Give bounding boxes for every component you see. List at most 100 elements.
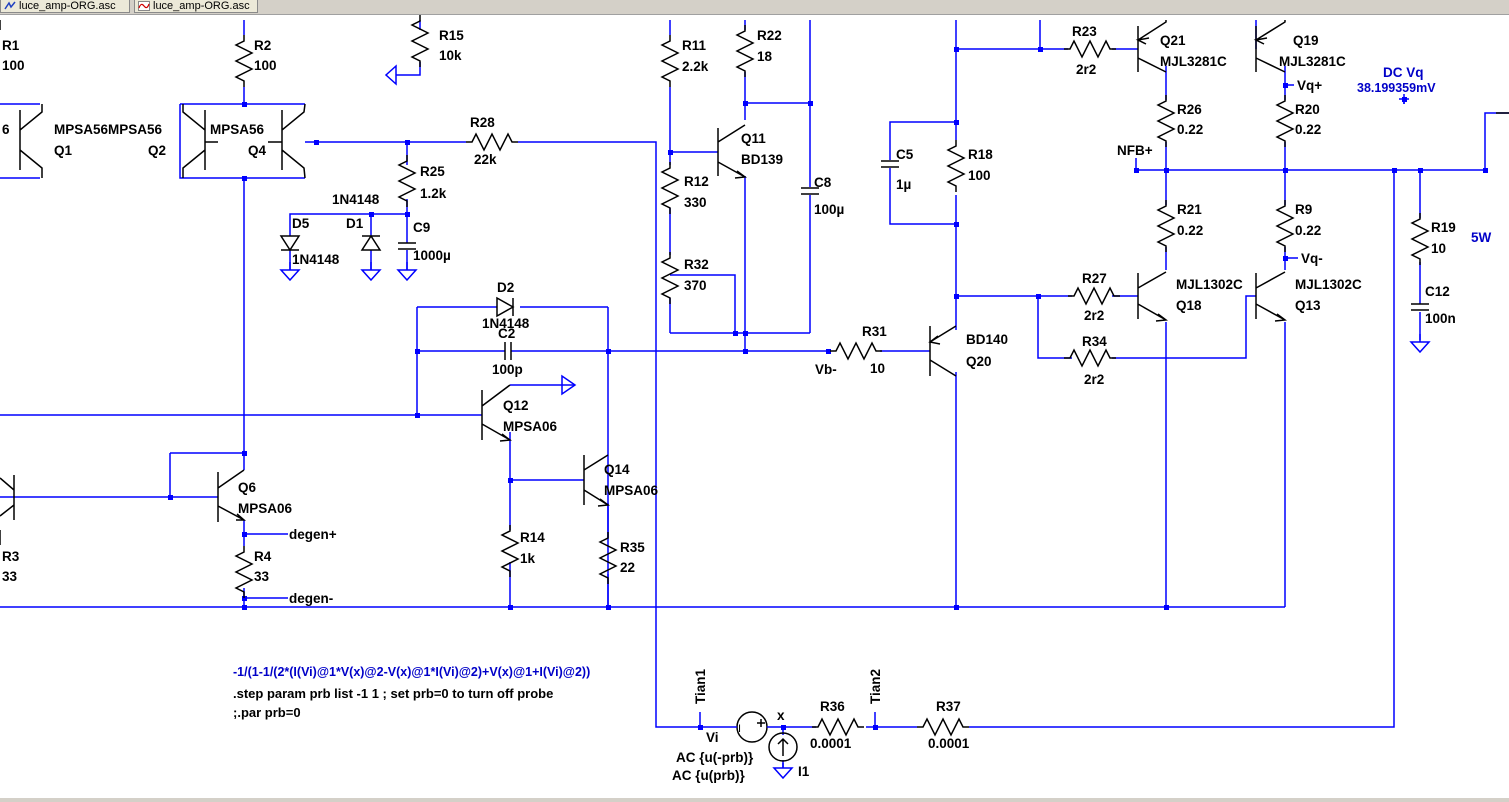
ground-symbol xyxy=(361,261,381,281)
r21-value: 0.22 xyxy=(1177,223,1203,238)
transistor-q19[interactable] xyxy=(1253,20,1286,73)
q19-model: MJL3281C xyxy=(1279,54,1346,69)
tab-schematic[interactable]: luce_amp-ORG.asc xyxy=(0,0,130,13)
diode-d5[interactable] xyxy=(279,235,301,252)
resistor-r2[interactable] xyxy=(235,34,253,88)
resistor-r32[interactable] xyxy=(661,251,679,305)
resistor-r18[interactable] xyxy=(947,139,965,193)
current-source-i1[interactable] xyxy=(768,732,798,762)
diode-d1[interactable] xyxy=(360,234,382,251)
schematic-canvas[interactable]: I R1 100 R2 100 6 MPSA56MPSA56 Q1 Q2 MPS… xyxy=(0,14,1509,798)
r26-ref: R26 xyxy=(1177,102,1202,117)
r25-value: 1.2k xyxy=(420,186,447,201)
r28-ref: R28 xyxy=(470,115,495,130)
i1-value: AC {u(prb)} xyxy=(672,768,745,783)
transistor-q2[interactable] xyxy=(182,104,218,178)
d1-model: 1N4148 xyxy=(332,192,380,207)
transistor-q14[interactable] xyxy=(583,454,610,507)
r23-ref: R23 xyxy=(1072,24,1097,39)
transistor-q18[interactable] xyxy=(1137,271,1168,322)
degen-minus-label: degen- xyxy=(289,591,333,606)
step-directive: .step param prb list -1 1 ; set prb=0 to… xyxy=(233,686,553,701)
transistor-q20[interactable] xyxy=(928,325,957,377)
resistor-r37[interactable] xyxy=(916,718,970,736)
r36-value: 0.0001 xyxy=(810,736,852,751)
transistor-q11[interactable] xyxy=(717,124,747,179)
transistor-partial-left[interactable] xyxy=(0,475,15,520)
q20-model: BD140 xyxy=(966,332,1008,347)
waveform-icon xyxy=(138,1,150,11)
r3-ref: R3 xyxy=(2,549,20,564)
r23-value: 2r2 xyxy=(1076,62,1096,77)
r25-ref: R25 xyxy=(420,164,445,179)
c5-value: 1µ xyxy=(896,177,911,192)
r9-ref: R9 xyxy=(1295,202,1312,217)
tab-waveform[interactable]: luce_amp-ORG.asc xyxy=(134,0,258,13)
q-partial-label: 6 xyxy=(2,122,10,137)
resistor-r36[interactable] xyxy=(811,718,865,736)
c2-ref: C2 xyxy=(498,326,515,341)
transistor-q4[interactable] xyxy=(268,103,306,179)
c8-ref: C8 xyxy=(814,175,832,190)
q2-ref: Q2 xyxy=(148,143,166,158)
q19-ref: Q19 xyxy=(1293,33,1319,48)
resistor-r22[interactable] xyxy=(736,24,754,78)
c12-value: 100n xyxy=(1425,311,1456,326)
capacitor-c2[interactable] xyxy=(504,341,512,361)
x-net-label: x xyxy=(777,708,785,723)
resistor-r20[interactable] xyxy=(1276,94,1294,148)
resistor-r11[interactable] xyxy=(661,34,679,88)
r28-value: 22k xyxy=(474,152,497,167)
resistor-r31[interactable] xyxy=(829,342,883,360)
r2-value: 100 xyxy=(254,58,277,73)
resistor-r23[interactable] xyxy=(1063,40,1117,58)
r20-ref: R20 xyxy=(1295,102,1320,117)
q4-model: MPSA56 xyxy=(210,122,265,137)
vq-minus-label: Vq- xyxy=(1301,251,1323,266)
c2-value: 100p xyxy=(492,362,523,377)
r15-value: 10k xyxy=(439,48,462,63)
c9-value: 1000µ xyxy=(413,248,451,263)
r4-value: 33 xyxy=(254,569,270,584)
ground-symbol xyxy=(384,64,397,86)
resistor-r28[interactable] xyxy=(465,133,519,151)
ground-symbol xyxy=(1410,333,1430,353)
transistor-q12[interactable] xyxy=(481,384,512,442)
vq-plus-label: Vq+ xyxy=(1297,78,1322,93)
r2-ref: R2 xyxy=(254,38,271,53)
resistor-r21[interactable] xyxy=(1157,199,1175,253)
q14-model: MPSA06 xyxy=(604,483,659,498)
transistor-q21[interactable] xyxy=(1135,20,1167,73)
diode-d2[interactable] xyxy=(496,296,515,318)
formula-directive: -1/(1-1/(2*(I(Vi)@1*V(x)@2-V(x)@1*I(Vi)@… xyxy=(233,665,590,679)
transistor-q6[interactable] xyxy=(217,469,247,522)
r1-ref: R1 xyxy=(2,38,20,53)
power-label: 5W xyxy=(1471,230,1492,245)
spice-directives[interactable]: DC Vq 38.199359mV 5W -1/(1-1/(2*(I(Vi)@1… xyxy=(233,65,1492,720)
vi-value: AC {u(-prb)} xyxy=(676,750,754,765)
junction-dots xyxy=(168,47,1488,730)
r27-ref: R27 xyxy=(1082,271,1107,286)
d5-model: 1N4148 xyxy=(292,252,340,267)
r18-ref: R18 xyxy=(968,147,993,162)
transistor-q13[interactable] xyxy=(1255,271,1287,322)
r35-ref: R35 xyxy=(620,540,645,555)
degen-plus-label: degen+ xyxy=(289,527,337,542)
transistor-q1[interactable] xyxy=(19,104,43,178)
resistor-r12[interactable] xyxy=(661,161,679,215)
voltage-source-vi[interactable]: I xyxy=(735,711,770,743)
r20-value: 0.22 xyxy=(1295,122,1321,137)
schematic-icon xyxy=(4,1,16,10)
q18-ref: Q18 xyxy=(1176,298,1202,313)
r35-value: 22 xyxy=(620,560,635,575)
r31-ref: R31 xyxy=(862,324,887,339)
resistor-r26[interactable] xyxy=(1157,94,1175,148)
r32-ref: R32 xyxy=(684,257,709,272)
r4-ref: R4 xyxy=(254,549,272,564)
resistor-r9[interactable] xyxy=(1276,199,1294,253)
nfb-plus-label: NFB+ xyxy=(1117,143,1153,158)
capacitor-c12[interactable] xyxy=(1410,303,1430,311)
r37-value: 0.0001 xyxy=(928,736,970,751)
d2-ref: D2 xyxy=(497,280,514,295)
resistor-r19[interactable] xyxy=(1411,212,1429,266)
